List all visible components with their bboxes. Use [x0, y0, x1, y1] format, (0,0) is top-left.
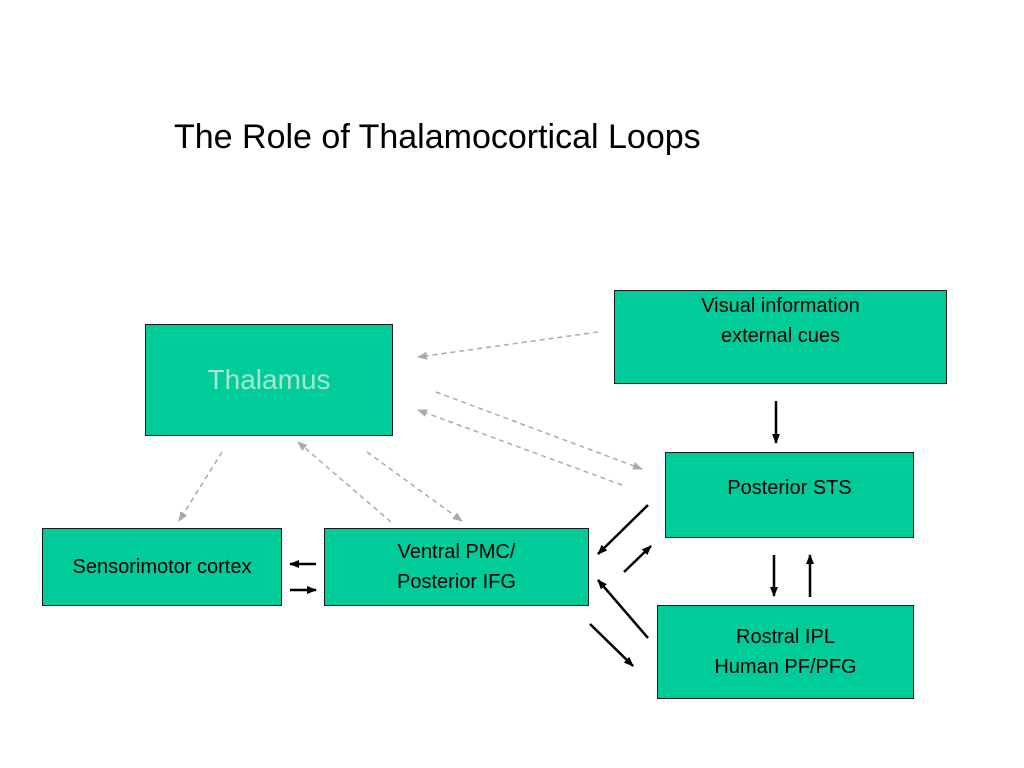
- arrow-thalamus-to-sts: [435, 391, 643, 470]
- posterior-sts-label: Posterior STS: [727, 477, 852, 499]
- slide-title: The Role of Thalamocortical Loops: [174, 118, 701, 156]
- arrow-thalamus-to-ventral: [366, 451, 463, 522]
- rostral-ipl-label-line-1: Rostral IPL: [736, 626, 835, 648]
- arrow-visual-to-thalamus: [417, 331, 599, 360]
- arrow-ventral-to-sts: [623, 545, 652, 573]
- visual-information-box: Visual information external cues: [614, 290, 947, 384]
- thalamus-box: Thalamus: [145, 324, 393, 436]
- ventral-pmc-box: Ventral PMC/ Posterior IFG: [324, 528, 589, 606]
- arrow-sts-to-thalamus: [417, 409, 623, 486]
- arrow-sts-to-ventral: [597, 504, 649, 555]
- ventral-pmc-label-line-1: Ventral PMC/: [397, 541, 516, 563]
- arrow-thalamus-to-sensorimotor: [178, 451, 223, 522]
- posterior-sts-box: Posterior STS: [665, 452, 914, 538]
- rostral-ipl-label-line-2: Human PF/PFG: [714, 656, 857, 678]
- visual-information-label-line-2: external cues: [721, 325, 840, 347]
- arrow-rostral-to-ventral: [597, 579, 649, 639]
- visual-information-label-line-1: Visual information: [701, 295, 860, 317]
- arrow-ventral-to-rostral: [589, 623, 634, 667]
- arrow-ventral-to-thalamus: [297, 441, 392, 523]
- sensorimotor-cortex-label: Sensorimotor cortex: [72, 556, 252, 578]
- ventral-pmc-label-line-2: Posterior IFG: [397, 571, 516, 593]
- sensorimotor-cortex-box: Sensorimotor cortex: [42, 528, 282, 606]
- thalamus-label: Thalamus: [207, 364, 331, 395]
- rostral-ipl-box: Rostral IPL Human PF/PFG: [657, 605, 914, 699]
